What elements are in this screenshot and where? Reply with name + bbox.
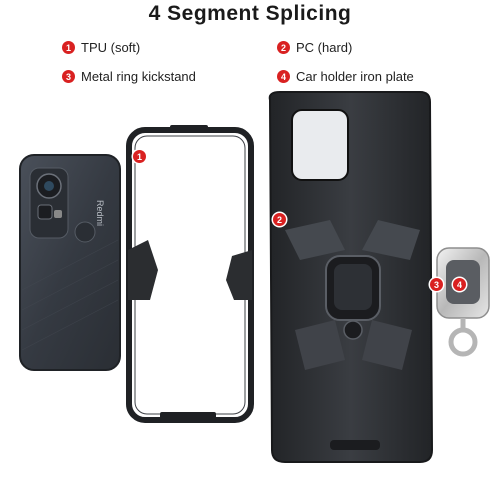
legend-item-tpu: 1 TPU (soft) [62, 40, 140, 55]
legend-badge-2: 2 [277, 41, 290, 54]
phone-brand-label: Redmi [95, 200, 105, 226]
legend-label-pc: PC (hard) [296, 40, 353, 55]
legend-badge-3: 3 [62, 70, 75, 83]
legend-label-tpu: TPU (soft) [81, 40, 141, 55]
legend-item-ring: 3 Metal ring kickstand [62, 69, 196, 84]
legend-label-plate: Car holder iron plate [296, 69, 414, 84]
marker-2: 2 [273, 213, 286, 226]
marker-4: 4 [453, 278, 466, 291]
marker-3: 3 [430, 278, 443, 291]
legend-item-plate: 4 Car holder iron plate [277, 69, 414, 84]
legend-label-ring: Metal ring kickstand [81, 69, 196, 84]
legend-badge-1: 1 [62, 41, 75, 54]
marker-1: 1 [133, 150, 146, 163]
legend-badge-4: 4 [277, 70, 290, 83]
legend-item-pc: 2 PC (hard) [277, 40, 352, 55]
page-title: 4 Segment Splicing [148, 2, 352, 25]
